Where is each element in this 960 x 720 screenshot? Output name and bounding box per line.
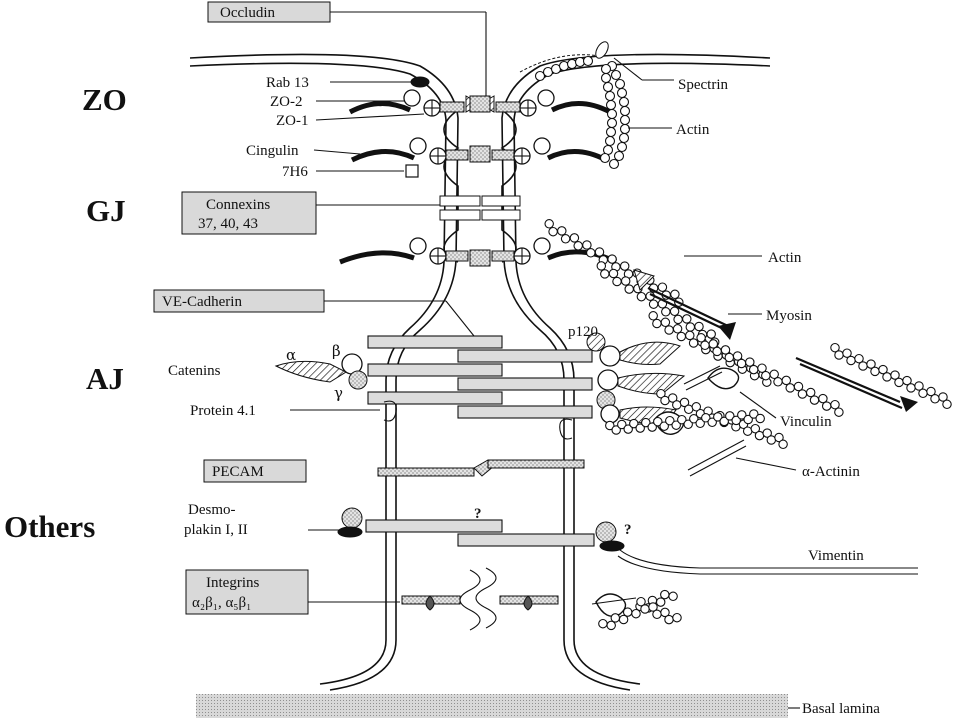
zone-aj-heading: AJ bbox=[86, 361, 124, 396]
actin-top-label: Actin bbox=[676, 122, 710, 138]
vinculin-leader bbox=[739, 391, 777, 419]
actin-filament-bottom bbox=[598, 589, 682, 631]
alpha-actinin-leader bbox=[735, 457, 797, 471]
integrins-box bbox=[185, 569, 309, 615]
zone-gj-heading: GJ bbox=[86, 193, 126, 228]
basal-lamina-label: Basal lamina bbox=[802, 701, 880, 717]
desmoplakin-label-line1: Desmo- bbox=[188, 502, 236, 518]
7h6-protein bbox=[405, 164, 419, 178]
protein41-label: Protein 4.1 bbox=[190, 403, 256, 419]
zo1-leader bbox=[315, 113, 425, 121]
myosin-label: Myosin bbox=[766, 308, 812, 324]
actin-mid-label: Actin bbox=[768, 250, 802, 266]
cingulin-label: Cingulin bbox=[246, 143, 299, 159]
ve-cadherin-label: VE-Cadherin bbox=[162, 294, 242, 310]
basal-lamina-band bbox=[196, 694, 788, 718]
rab13-label: Rab 13 bbox=[266, 75, 309, 91]
desmosome-bars bbox=[365, 519, 595, 547]
cadherin-bars bbox=[367, 335, 593, 419]
actin-filaments-aj bbox=[605, 311, 952, 450]
vinculin-proteins bbox=[595, 367, 740, 617]
vimentin-label: Vimentin bbox=[808, 548, 864, 564]
integrins-label-line1: Integrins bbox=[206, 575, 259, 591]
zone-others-heading: Others bbox=[4, 509, 95, 544]
myosin-filaments bbox=[633, 269, 918, 412]
zone-zo-heading: ZO bbox=[82, 82, 127, 117]
zo2-label: ZO-2 bbox=[270, 94, 303, 110]
vinculin-label: Vinculin bbox=[780, 414, 832, 430]
vimentin-question-mark: ? bbox=[624, 522, 632, 538]
connexins-label-line1: Connexins bbox=[206, 197, 270, 213]
alpha-actinin-rods bbox=[591, 365, 747, 605]
desmoplakin-complex-right bbox=[595, 521, 625, 552]
desmosome-question-mark: ? bbox=[474, 506, 482, 522]
spectrin-leader bbox=[613, 57, 643, 81]
beta-catenin-label: β bbox=[332, 342, 341, 360]
left-cell-membrane bbox=[189, 53, 459, 691]
p120-protein bbox=[586, 332, 606, 352]
protein41-shape-left bbox=[383, 400, 397, 422]
integrins-label-line2: α₂β₁, α₅β₁ bbox=[192, 595, 251, 611]
cingulin-leader bbox=[313, 149, 361, 155]
catenins-label: Catenins bbox=[168, 363, 221, 379]
desmoplakin-complex-left bbox=[337, 507, 363, 538]
p120-label: p120 bbox=[568, 324, 598, 340]
occludin-proteins bbox=[465, 95, 495, 267]
alpha-actinin-label: α-Actinin bbox=[802, 464, 860, 480]
protein41-shape-right bbox=[559, 418, 573, 440]
zo-complex-left bbox=[339, 89, 469, 265]
zo1-label: ZO-1 bbox=[276, 113, 309, 129]
connexins-box bbox=[181, 191, 317, 235]
pecam-box bbox=[203, 459, 307, 483]
tight-junction-loops bbox=[443, 109, 517, 263]
desmoplakin-label-line2: plakin I, II bbox=[184, 522, 248, 538]
7h6-label: 7H6 bbox=[282, 164, 308, 180]
rab13-protein bbox=[410, 76, 430, 88]
alpha-catenin-label: α bbox=[286, 346, 296, 364]
pecam-label: PECAM bbox=[212, 464, 264, 480]
spectrin-actin-chains-top bbox=[519, 41, 631, 170]
catenin-complex-left bbox=[274, 353, 368, 390]
occludin-label: Occludin bbox=[220, 5, 275, 21]
integrin-proteins bbox=[401, 567, 559, 631]
vimentin-filament bbox=[617, 549, 918, 575]
gamma-catenin-label: γ bbox=[334, 384, 343, 402]
spectrin-label: Spectrin bbox=[678, 77, 728, 93]
connexins-label-line2: 37, 40, 43 bbox=[198, 216, 258, 232]
occludin-box bbox=[207, 1, 331, 23]
connexin-channels bbox=[439, 195, 521, 221]
pecam-proteins bbox=[377, 459, 585, 477]
